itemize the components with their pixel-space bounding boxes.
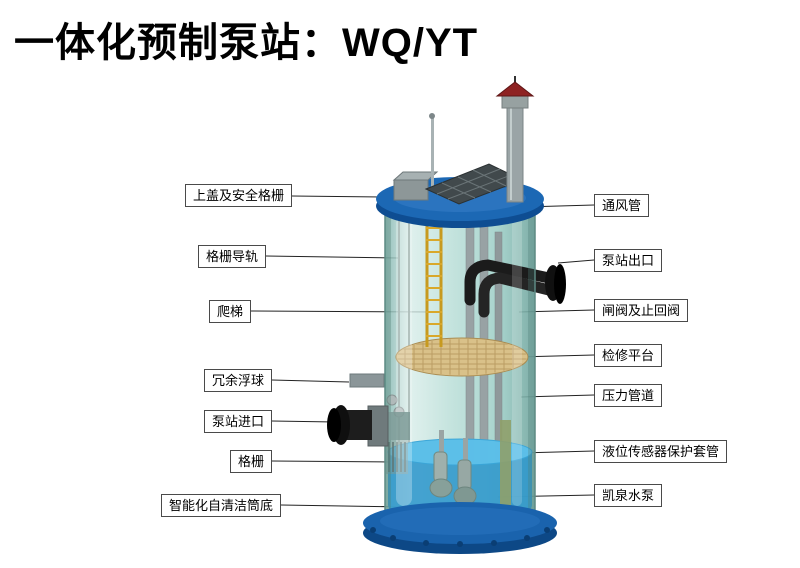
internal-pipes-graphic — [465, 211, 503, 463]
inlet-pipe-graphic — [327, 405, 410, 447]
label-grille: 格栅 — [229, 450, 272, 473]
label-smart-self-cleaning-bottom: 智能化自清洁筒底 — [160, 494, 281, 517]
label-gate-and-check-valve: 闸阀及止回阀 — [594, 299, 689, 322]
antenna-pole — [429, 113, 435, 188]
ladder-graphic — [425, 222, 443, 347]
outlet-pipe-graphic — [464, 259, 555, 318]
pressure-pipe-graphic — [500, 420, 511, 508]
label-ventilation-pipe: 通风管 — [594, 194, 650, 217]
pumps-graphic — [429, 430, 477, 506]
label-pump-station-inlet: 泵站进口 — [203, 410, 272, 433]
maintenance-platform-graphic — [395, 337, 529, 377]
vent-pipe-graphic — [495, 76, 535, 203]
label-pump-station-outlet: 泵站出口 — [594, 249, 663, 272]
label-kaiquan-water-pump: 凯泉水泵 — [594, 484, 663, 507]
label-pressure-pipe: 压力管道 — [594, 384, 663, 407]
tank-base — [363, 502, 557, 554]
label-ladder: 爬梯 — [208, 300, 251, 323]
label-top-cover-safety-grille: 上盖及安全格栅 — [184, 184, 292, 207]
outlet-flange-graphic — [545, 264, 566, 304]
label-maintenance-platform: 检修平台 — [594, 344, 663, 367]
label-grille-guide-rail: 格栅导轨 — [197, 245, 266, 268]
label-redundant-float-ball: 冗余浮球 — [203, 369, 272, 392]
label-level-sensor-protective-sleeve: 液位传感器保护套管 — [594, 440, 728, 463]
page-title: 一体化预制泵站：WQ/YT — [14, 21, 479, 65]
grille-graphic — [386, 440, 408, 474]
